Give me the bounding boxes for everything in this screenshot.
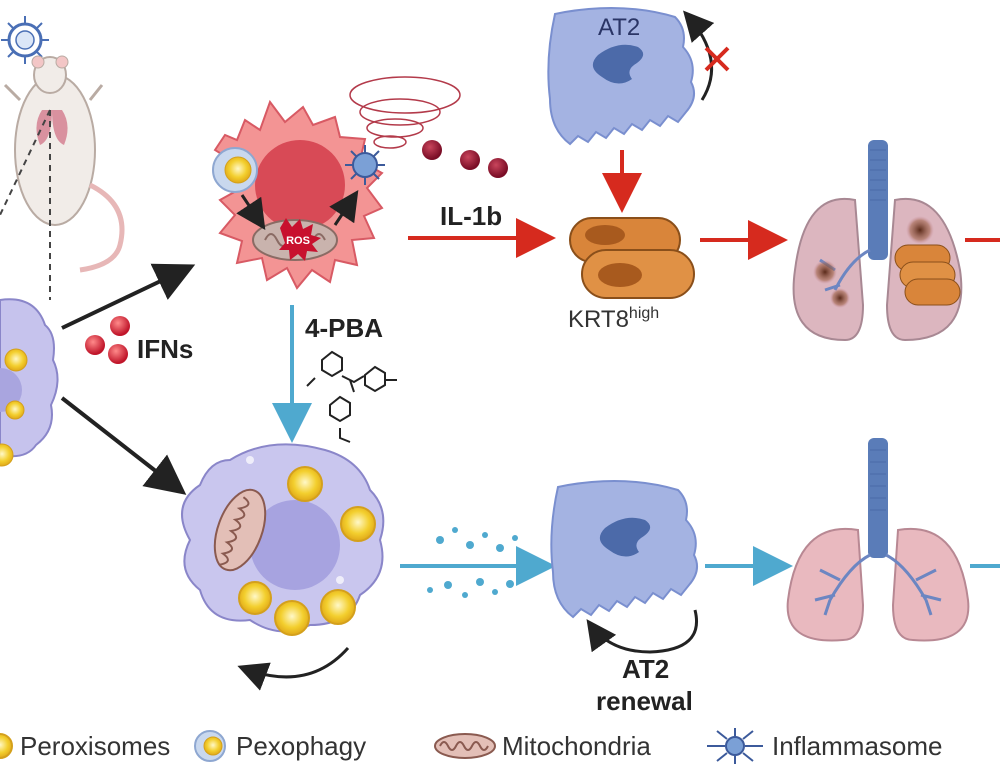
- legend-label-inflammasome: Inflammasome: [772, 731, 943, 761]
- virus-icon: [1, 16, 49, 64]
- peroxisome-icon: [0, 733, 13, 759]
- at2-self-renewal-blocked-arrow: [683, 10, 715, 101]
- pexophagy-icon: [194, 730, 226, 762]
- pba-molecule-icon: [306, 350, 397, 443]
- at2-cell-bottom: [550, 480, 699, 619]
- damaged-lung: [792, 140, 963, 342]
- legend-label-mitochondria: Mitochondria: [502, 731, 651, 761]
- left-partial-cell: [0, 298, 59, 467]
- healthy-lung: [786, 438, 970, 642]
- mitochondrion-inner: [213, 488, 267, 572]
- ros-label: ROS: [286, 235, 310, 247]
- ifn-molecules: [85, 316, 130, 364]
- ifns-label: IFNs: [137, 334, 194, 364]
- krt8-label-sup: high: [628, 305, 660, 322]
- legend-label-pexophagy: Pexophagy: [236, 731, 367, 761]
- at2-cell-top: [547, 7, 696, 146]
- krt8-label-base: KRT8: [568, 306, 629, 333]
- mitochondria-icon: [434, 733, 496, 759]
- krt8-label: KRT8high: [568, 306, 659, 332]
- cytokine-dots: [422, 140, 508, 178]
- zoom-lines: [0, 109, 51, 300]
- inflammasome-icon: [707, 728, 763, 764]
- at2-renewal-label-line2: renewal: [596, 686, 693, 716]
- pexophagy-inner: [212, 147, 258, 193]
- at2-top-label: AT2: [598, 14, 641, 41]
- mitochondria-ros: [252, 218, 338, 261]
- pba-label: 4-PBA: [305, 313, 384, 343]
- inflammatory-macrophage: ROS: [212, 76, 508, 290]
- arrow-to-inflammatory-cell: [61, 263, 196, 330]
- healthy-cell-cycle-arrow: [237, 647, 350, 691]
- inflammasome-swirl: [349, 76, 461, 149]
- legend-label-peroxisomes: Peroxisomes: [20, 731, 171, 761]
- mouse-illustration: [3, 55, 125, 273]
- lung-krt8-cells: [894, 244, 961, 306]
- at2-renewal-label-line1: AT2: [622, 654, 670, 684]
- krt8-high-cells: [569, 217, 695, 299]
- il1b-label: IL-1b: [440, 201, 503, 231]
- blocked-x-icon: [704, 46, 730, 72]
- signal-dots: [427, 527, 518, 598]
- at2-renewal-arrow: [586, 609, 698, 654]
- inflammasome-inner: [345, 145, 385, 185]
- healthy-macrophage: [181, 443, 385, 636]
- arrow-to-healthy-cell: [60, 396, 187, 495]
